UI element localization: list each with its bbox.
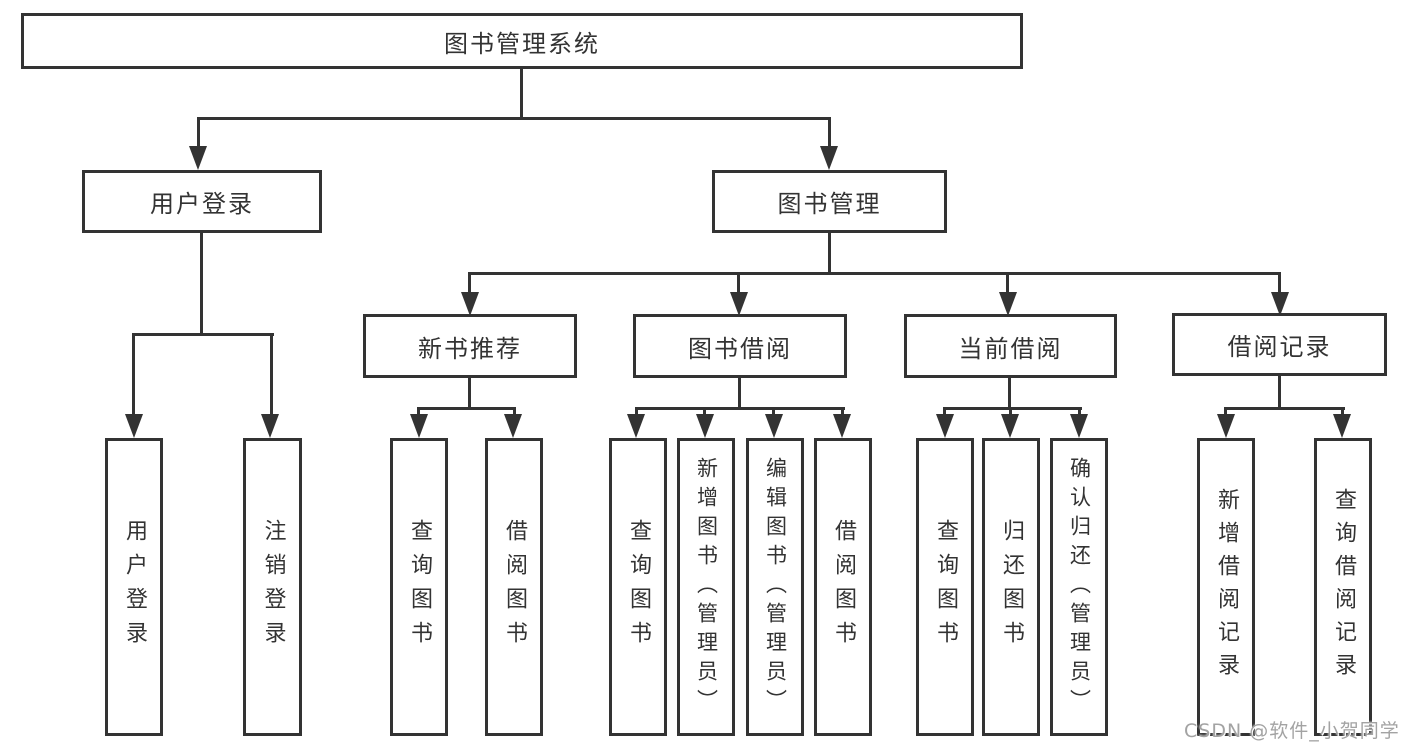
connector-line [1341,407,1344,417]
leaf-current-confirm-return-admin-label: 确认归还（管理员） [1067,456,1092,718]
connector-line [197,117,200,148]
leaf-borrow-borrow-books-label: 借阅图书 [831,519,856,655]
connector-line [1278,272,1281,292]
node-new-book-recommend-label: 新书推荐 [418,334,522,363]
connector-line [737,272,740,292]
leaf-user-login: 用户登录 [105,438,163,736]
connector-line [1224,407,1345,410]
connector-line [520,69,523,119]
leaf-borrow-edit-books-admin: 编辑图书（管理员） [746,438,804,736]
connector-line [841,407,844,417]
connector-line [132,333,135,414]
node-book-management: 图书管理 [712,170,947,233]
leaf-borrow-add-books-admin-label: 新增图书（管理员） [694,456,719,718]
connector-line [943,407,946,417]
connector-line [513,407,516,417]
node-book-management-label: 图书管理 [777,190,882,218]
leaf-user-login-label: 用户登录 [122,519,147,655]
node-borrow-records-label: 借阅记录 [1227,333,1332,361]
connector-line [417,407,516,410]
node-current-borrow-label: 当前借阅 [958,334,1063,363]
leaf-records-query-record-label: 查询借阅记录 [1331,488,1356,686]
node-root-label: 图书管理系统 [444,29,600,58]
connector-line [772,407,775,417]
arrowhead-icon [696,414,714,438]
arrowhead-icon [1217,414,1235,438]
arrowhead-icon [504,414,522,438]
leaf-borrow-query-books-label: 查询图书 [626,519,651,655]
connector-line [943,407,1082,410]
arrowhead-icon [936,414,954,438]
node-current-borrow: 当前借阅 [904,314,1117,378]
node-root-system: 图书管理系统 [21,13,1023,69]
node-new-book-recommend: 新书推荐 [363,314,577,378]
leaf-logout: 注销登录 [243,438,302,736]
leaf-current-query-books-label: 查询图书 [933,519,958,655]
connector-line [1278,376,1281,408]
leaf-newbook-borrow-books-label: 借阅图书 [502,519,527,655]
node-borrow-records: 借阅记录 [1172,313,1387,376]
leaf-current-return-books-label: 归还图书 [999,519,1024,655]
connector-line [417,407,420,417]
connector-line [468,272,471,292]
leaf-borrow-query-books: 查询图书 [609,438,667,736]
connector-line [1006,272,1009,292]
arrowhead-icon [999,292,1017,316]
node-book-borrow: 图书借阅 [633,314,847,378]
connector-line [132,333,274,336]
arrowhead-icon [1333,414,1351,438]
connector-line [635,407,638,417]
arrowhead-icon [1001,414,1019,438]
arrowhead-icon [261,414,279,438]
connector-line [1078,407,1081,417]
connector-line [703,407,706,417]
node-book-borrow-label: 图书借阅 [688,334,792,363]
leaf-records-add-record-label: 新增借阅记录 [1214,488,1239,686]
connector-line [468,378,471,408]
node-user-login-label: 用户登录 [150,190,254,218]
arrowhead-icon [1070,414,1088,438]
arrowhead-icon [820,146,838,170]
connector-line [635,407,845,410]
leaf-newbook-query-books-label: 查询图书 [407,519,432,655]
arrowhead-icon [730,292,748,316]
connector-line [468,272,1281,275]
arrowhead-icon [833,414,851,438]
leaf-borrow-edit-books-admin-label: 编辑图书（管理员） [763,456,788,718]
arrowhead-icon [410,414,428,438]
arrowhead-icon [189,146,207,170]
arrowhead-icon [765,414,783,438]
leaf-records-add-record: 新增借阅记录 [1197,438,1255,736]
connector-line [828,233,831,274]
connector-line [1224,407,1227,417]
leaf-newbook-query-books: 查询图书 [390,438,448,736]
connector-line [828,117,831,148]
leaf-logout-label: 注销登录 [260,519,286,655]
connector-line [200,233,203,336]
connector-line [738,378,741,408]
arrowhead-icon [627,414,645,438]
leaf-current-return-books: 归还图书 [982,438,1040,736]
connector-line [1009,407,1012,417]
leaf-borrow-add-books-admin: 新增图书（管理员） [677,438,735,736]
leaf-current-query-books: 查询图书 [916,438,974,736]
connector-line [1008,378,1011,408]
leaf-current-confirm-return-admin: 确认归还（管理员） [1050,438,1108,736]
arrowhead-icon [461,292,479,316]
connector-line [197,117,831,120]
connector-line [270,333,273,414]
arrowhead-icon [1271,292,1289,316]
arrowhead-icon [125,414,143,438]
leaf-borrow-borrow-books: 借阅图书 [814,438,872,736]
leaf-newbook-borrow-books: 借阅图书 [485,438,543,736]
csdn-watermark: CSDN @软件_小贺同学 [1184,720,1400,742]
node-user-login: 用户登录 [82,170,322,233]
leaf-records-query-record: 查询借阅记录 [1314,438,1372,736]
